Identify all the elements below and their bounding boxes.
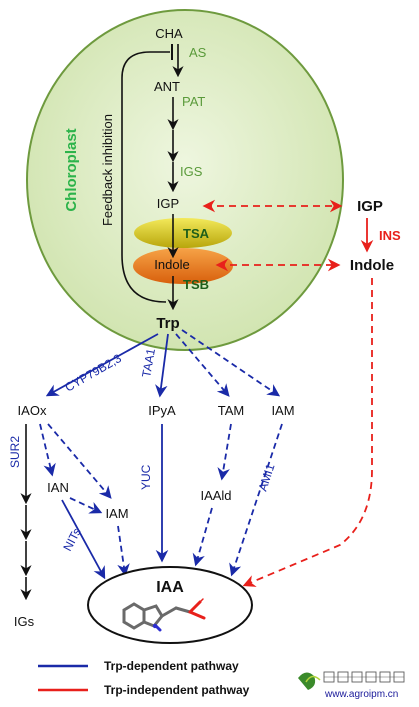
node-indole-chloroplast: Indole xyxy=(154,257,189,272)
arrow-iam-iaa xyxy=(117,525,130,577)
node-iam-upper: IAM xyxy=(271,403,294,418)
enzyme-tsa: TSA xyxy=(183,226,210,241)
legend-label-dependent: Trp-dependent pathway xyxy=(104,659,239,673)
node-indole-cytosol: Indole xyxy=(350,257,394,274)
node-ipya: IPyA xyxy=(148,403,176,418)
feedback-inhibition-line xyxy=(121,51,170,303)
feedback-inhibition-label: Feedback inhibition xyxy=(100,114,115,226)
chloroplast-label: Chloroplast xyxy=(63,128,80,211)
node-ant: ANT xyxy=(154,79,180,94)
arrow-trp-tam xyxy=(175,333,230,397)
enzyme-taa1: TAA1 xyxy=(139,347,158,378)
node-iam-lower: IAM xyxy=(105,506,128,521)
arrow-iaald-iaa xyxy=(192,507,213,567)
iaa-molecule-icon xyxy=(122,598,206,632)
arrow-ian-iam xyxy=(69,497,103,514)
enzyme-tsb: TSB xyxy=(183,277,209,292)
node-cha: CHA xyxy=(155,26,183,41)
node-ian: IAN xyxy=(47,480,69,495)
node-igs: IGs xyxy=(14,614,35,629)
arrow-trp-ipya xyxy=(155,333,169,398)
node-igp-cytosol: IGP xyxy=(357,198,383,215)
arrow-iam-upper-iaa xyxy=(229,423,283,577)
tsb-enzyme xyxy=(133,248,233,284)
enzyme-igs: IGS xyxy=(180,164,203,179)
enzyme-pat: PAT xyxy=(182,94,205,109)
enzyme-nits: NITs xyxy=(60,526,84,554)
arrow-trp-iaox xyxy=(45,333,159,397)
node-igp-chloroplast: IGP xyxy=(157,196,179,211)
node-trp: Trp xyxy=(156,315,179,332)
enzyme-ins: INS xyxy=(379,228,401,243)
node-iaald: IAAld xyxy=(200,488,231,503)
enzyme-sur2: SUR2 xyxy=(8,436,22,468)
enzyme-yuc: YUC xyxy=(139,464,153,490)
watermark-logo xyxy=(298,671,405,690)
watermark-url: www.agroipm.cn xyxy=(324,689,398,700)
node-iaa: IAA xyxy=(156,579,184,596)
node-tam: TAM xyxy=(218,403,244,418)
legend-label-independent: Trp-independent pathway xyxy=(104,683,250,697)
arrow-indole-to-iaa xyxy=(242,278,373,587)
enzyme-as: AS xyxy=(189,45,207,60)
arrow-iaox-iam xyxy=(47,423,112,499)
arrow-tam-iaald xyxy=(217,423,232,481)
arrow-iaox-ian xyxy=(39,423,56,477)
enzyme-ami1: AMI1 xyxy=(256,462,278,493)
arrow-ian-iaa xyxy=(61,499,106,580)
tsa-enzyme xyxy=(134,218,232,248)
node-iaox: IAOx xyxy=(18,403,47,418)
enzyme-cyp79b2-3: CYP79B2,3 xyxy=(63,351,125,395)
